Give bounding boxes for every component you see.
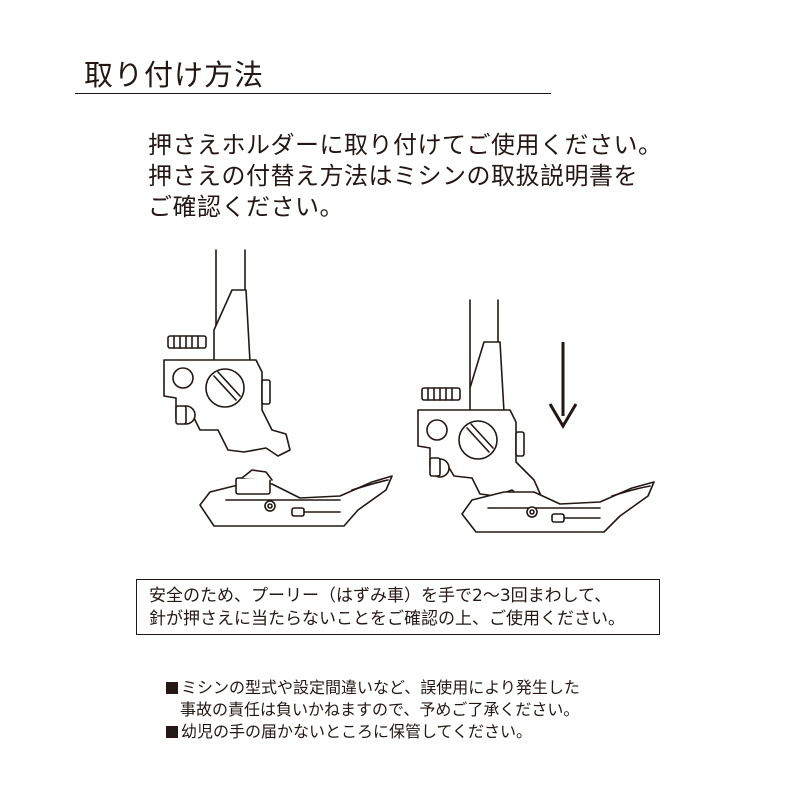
installation-illustration <box>163 249 655 533</box>
intro-text: 押さえホルダーに取り付けてご使用ください。 押さえの付替え方法はミシンの取扱説明… <box>148 130 768 223</box>
note-item-1: ミシンの型式や設定間違いなど、誤使用により発生した <box>166 677 580 699</box>
square-bullet-icon <box>166 726 178 738</box>
caution-line-1: 安全のため、プーリー（はずみ車）を手で2～3回まわして、 <box>149 586 612 606</box>
intro-line-3: ご確認ください。 <box>148 193 344 221</box>
square-bullet-icon <box>166 682 178 694</box>
presser-holder-right <box>417 299 543 505</box>
section-heading: 取り付け方法 <box>84 58 265 92</box>
intro-line-1: 押さえホルダーに取り付けてご使用ください。 <box>148 131 663 159</box>
safety-caution-box: 安全のため、プーリー（はずみ車）を手で2～3回まわして、 針が押さえに当たらない… <box>136 579 660 635</box>
notes-list: ミシンの型式や設定間違いなど、誤使用により発生した 事故の責任は負いかねますので… <box>166 677 580 743</box>
note-item-1-cont: 事故の責任は負いかねますので、予めご了承ください。 <box>166 699 580 721</box>
note-2-line-1: 幼児の手の届かないところに保管してください。 <box>181 722 533 741</box>
note-1-line-1: ミシンの型式や設定間違いなど、誤使用により発生した <box>181 678 580 697</box>
caution-line-2: 針が押さえに当たらないことをご確認の上、ご使用ください。 <box>149 609 625 629</box>
intro-line-2: 押さえの付替え方法はミシンの取扱説明書を <box>148 162 638 190</box>
note-1-line-2: 事故の責任は負いかねますので、予めご了承ください。 <box>180 700 580 719</box>
presser-foot-left <box>199 469 393 527</box>
heading-underline <box>75 93 551 94</box>
presser-foot-right <box>461 481 655 533</box>
presser-holder-left <box>163 249 291 457</box>
down-arrow-icon <box>548 342 578 429</box>
note-item-2: 幼児の手の届かないところに保管してください。 <box>166 721 580 743</box>
